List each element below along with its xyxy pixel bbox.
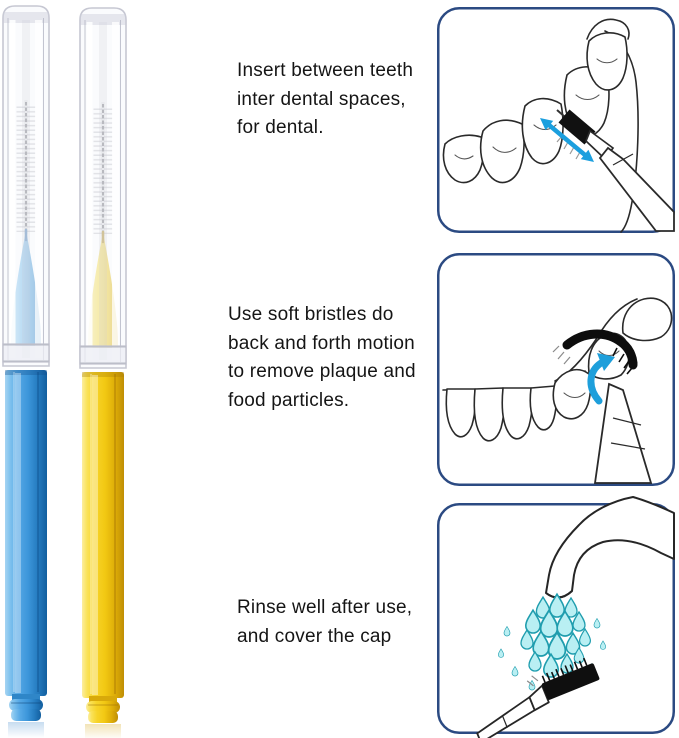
bristle-hatch-marks [526, 675, 539, 687]
instruction-step-2-text: Use soft bristles do back and forth moti… [228, 301, 416, 415]
clear-protective-cap [2, 5, 50, 367]
yellow-interdental-brush [79, 7, 127, 738]
illustration-panel-insert-between-teeth [437, 7, 675, 233]
step-1-line: Insert between teeth [237, 60, 414, 81]
illustration-panel-plaque-removal [437, 253, 675, 486]
clear-protective-cap [79, 7, 127, 369]
bristle-comb-teeth [612, 347, 633, 375]
step-2-line: to remove plaque and [228, 361, 416, 382]
brush-neck [528, 684, 550, 712]
reflection [8, 722, 44, 738]
front-teeth-row [442, 297, 673, 442]
yellow-handle-shaft [82, 372, 124, 698]
bent-brush-graphic [552, 329, 653, 484]
step-2-line: food particles. [228, 389, 350, 411]
instruction-step-1-text: Insert between teeth inter dental spaces… [237, 57, 413, 143]
step-1-line: for dental. [237, 117, 324, 138]
bristle-comb-teeth [541, 657, 588, 683]
instruction-step-3-text: Rinse well after use, and cover the cap [237, 594, 412, 651]
illustration-panel-rinse [437, 496, 675, 738]
step-2-line: back and forth motion [228, 332, 415, 354]
handle-base-cap [86, 696, 120, 723]
brush-handle [593, 382, 653, 484]
back-and-forth-arrow-icon [540, 118, 594, 162]
handle-base-cap [9, 694, 43, 721]
black-bristles [558, 109, 596, 145]
reflection [85, 724, 121, 738]
black-bristles-curved [562, 329, 638, 368]
bristle-hatch-marks [552, 345, 571, 365]
blue-handle-shaft [5, 370, 47, 696]
blue-interdental-brush [2, 5, 50, 738]
rinsed-brush-graphic [476, 657, 600, 738]
upper-teeth-row [442, 18, 639, 233]
step-2-line: Use soft bristles do [228, 304, 394, 325]
rotate-arrow-icon [587, 353, 615, 405]
black-bristles [541, 663, 600, 700]
step-1-line: inter dental spaces, [237, 88, 406, 110]
step-3-line: and cover the cap [237, 625, 392, 647]
step-3-line: Rinse well after use, [237, 597, 413, 618]
interdental-brush-graphic [556, 109, 675, 232]
